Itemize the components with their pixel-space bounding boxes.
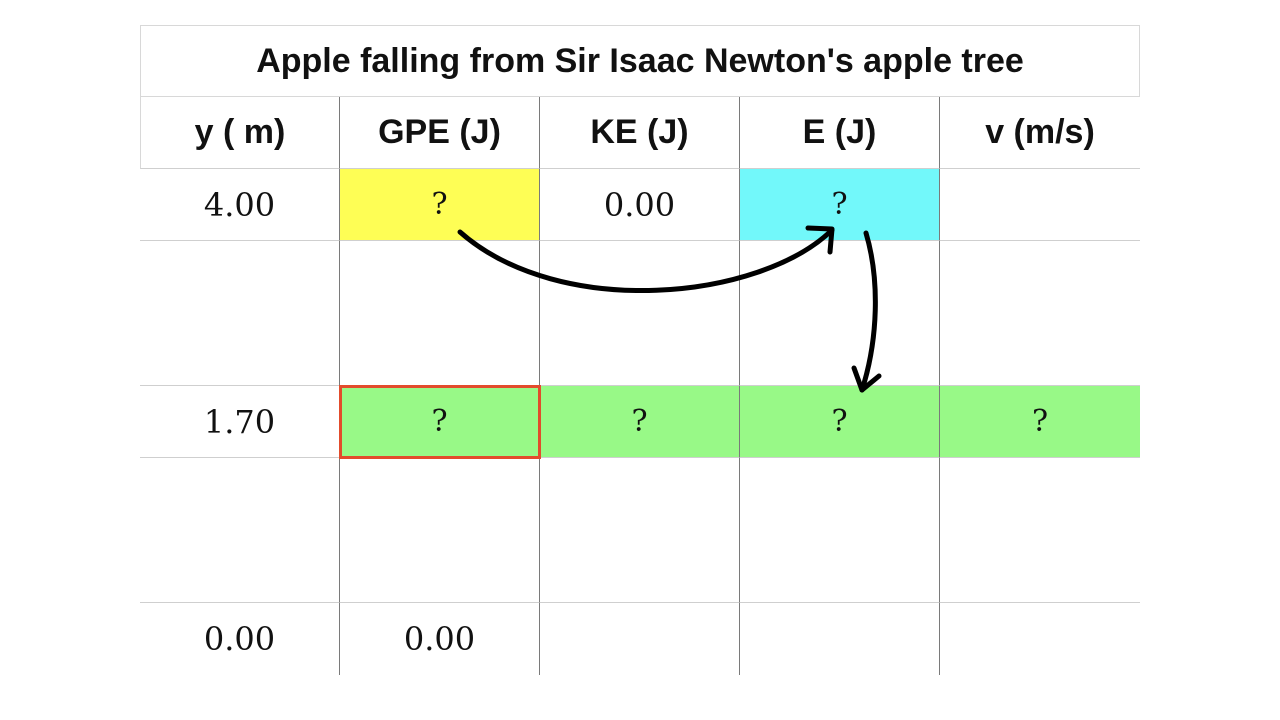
cell-y-row3[interactable]: 1.70 [140, 386, 340, 458]
cell-y-row2[interactable] [140, 241, 340, 386]
cell-y-row5[interactable]: 0.00 [140, 603, 340, 675]
cell-e-row3[interactable]: ? [740, 386, 940, 458]
header-e: E (J) [740, 97, 940, 169]
cell-ke-row3[interactable]: ? [540, 386, 740, 458]
header-y: y ( m) [140, 97, 340, 169]
cell-ke-row1[interactable]: 0.00 [540, 169, 740, 241]
cell-gpe-row2[interactable] [340, 241, 540, 386]
cell-e-row1[interactable]: ? [740, 169, 940, 241]
header-ke: KE (J) [540, 97, 740, 169]
cell-v-row1[interactable] [940, 169, 1140, 241]
cell-v-row4[interactable] [940, 458, 1140, 603]
cell-y-row4[interactable] [140, 458, 340, 603]
cell-ke-row2[interactable] [540, 241, 740, 386]
cell-gpe-row5[interactable]: 0.00 [340, 603, 540, 675]
energy-table: Apple falling from Sir Isaac Newton's ap… [140, 25, 1140, 675]
cell-e-row2[interactable] [740, 241, 940, 386]
cell-e-row4[interactable] [740, 458, 940, 603]
table-title: Apple falling from Sir Isaac Newton's ap… [140, 25, 1140, 97]
cell-gpe-row3-selected[interactable]: ? [339, 385, 541, 459]
header-gpe: GPE (J) [340, 97, 540, 169]
header-v: v (m/s) [940, 97, 1140, 169]
cell-gpe-row4[interactable] [340, 458, 540, 603]
cell-v-row2[interactable] [940, 241, 1140, 386]
cell-e-row5[interactable] [740, 603, 940, 675]
cell-v-row3[interactable]: ? [940, 386, 1140, 458]
cell-v-row5[interactable] [940, 603, 1140, 675]
cell-ke-row4[interactable] [540, 458, 740, 603]
cell-y-row1[interactable]: 4.00 [140, 169, 340, 241]
cell-ke-row5[interactable] [540, 603, 740, 675]
cell-gpe-row1[interactable]: ? [340, 169, 540, 241]
